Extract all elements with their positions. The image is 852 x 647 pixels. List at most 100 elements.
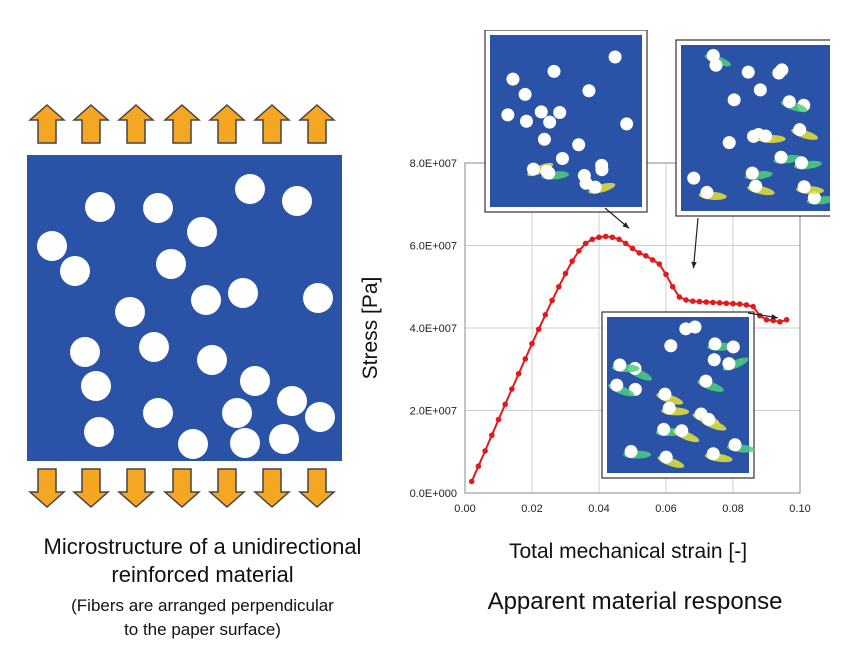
y-tick-label: 2.0E+007 [410, 406, 457, 418]
fiber-circle [303, 283, 333, 313]
fiber-circle [139, 332, 169, 362]
data-point [743, 302, 750, 308]
fiber-circle [197, 345, 227, 375]
data-point [716, 300, 723, 306]
data-point [569, 258, 575, 264]
data-point [763, 316, 770, 323]
tension-arrows-bottom [28, 468, 336, 509]
data-point [562, 270, 569, 277]
data-point [623, 240, 629, 247]
damage-insets [484, 30, 830, 479]
inset-fiber [727, 93, 741, 107]
inset-fiber [613, 358, 627, 372]
inset-fiber [664, 339, 678, 353]
inset-fiber [675, 424, 689, 438]
data-point [616, 236, 622, 243]
inset-fiber [753, 83, 767, 97]
y-axis-label: Stress [Pa] [359, 277, 382, 380]
inset-fiber [543, 115, 557, 129]
fiber-circle [187, 217, 217, 247]
data-point [522, 356, 529, 362]
data-point [696, 298, 703, 305]
arrow-up-icon [72, 103, 110, 144]
arrowhead-icon [622, 222, 630, 229]
fiber-circle [178, 429, 208, 459]
arrow-down-icon [163, 468, 201, 509]
inset-fiber [774, 150, 788, 164]
inset-fiber [577, 169, 591, 183]
inset-fiber [722, 136, 736, 150]
arrow-down-icon [117, 468, 155, 509]
fiber-circle [240, 366, 270, 396]
inset-fiber [687, 171, 701, 185]
arrow-up-icon [163, 103, 201, 144]
x-tick-label: 0.08 [722, 503, 743, 515]
inset-fiber [726, 340, 740, 354]
y-tick-label: 4.0E+007 [410, 323, 457, 335]
inset-fiber [608, 50, 622, 64]
data-point [542, 312, 549, 318]
fiber-circle [70, 337, 100, 367]
data-point [710, 299, 716, 306]
inset-fiber [501, 108, 515, 122]
x-axis-label: Total mechanical strain [-] [509, 540, 747, 563]
left-caption-line4: to the paper surface) [124, 620, 281, 639]
arrow-up-icon [117, 103, 155, 144]
arrow-down-icon [72, 468, 110, 509]
fiber-circle [230, 428, 260, 458]
arrow-down-icon [298, 468, 336, 509]
y-tick-label: 8.0E+007 [410, 158, 457, 170]
fiber-circle [84, 417, 114, 447]
inset-final [601, 311, 755, 479]
fiber-circle [277, 386, 307, 416]
data-point [683, 297, 689, 303]
data-point [636, 250, 642, 256]
tension-arrows-top [28, 103, 336, 144]
data-point [656, 261, 663, 267]
inset-fiber [610, 378, 624, 392]
inset-fiber [519, 114, 533, 128]
inset-fiber [709, 58, 723, 72]
inset-fiber [662, 401, 676, 415]
x-tick-label: 0.02 [521, 503, 542, 515]
inset-fiber [749, 179, 763, 193]
y-tick-label: 6.0E+007 [410, 241, 457, 253]
data-point [556, 283, 562, 290]
inset-fiber [700, 185, 714, 199]
inset-fiber [659, 450, 673, 464]
left-caption-title: Microstructure of a unidirectional reinf… [0, 533, 405, 589]
fiber-circle [191, 285, 221, 315]
inset-fiber [547, 64, 561, 78]
inset-fiber [707, 353, 721, 367]
fiber-circle [228, 278, 258, 308]
data-point [535, 326, 542, 333]
fiber-circle [282, 186, 312, 216]
data-point [703, 299, 709, 305]
inset-fiber [537, 132, 551, 146]
inset-fiber [745, 166, 759, 180]
data-point [676, 294, 683, 300]
inset-fiber [588, 180, 602, 194]
inset-fiber [553, 105, 567, 119]
arrow-down-icon [253, 468, 291, 509]
fiber-group [37, 174, 335, 459]
data-point [596, 234, 602, 241]
inset-fiber [624, 445, 638, 459]
inset-fiber [658, 387, 672, 401]
data-point [489, 432, 495, 439]
inset-fiber [759, 129, 773, 143]
left-caption-line3: (Fibers are arranged perpendicular [71, 596, 334, 615]
data-point [482, 448, 488, 454]
inset-fiber [506, 72, 520, 86]
x-tick-label: 0.04 [588, 503, 609, 515]
inset-fiber [657, 422, 671, 436]
data-point [723, 300, 730, 307]
data-point [589, 236, 596, 243]
inset-fiber [722, 357, 736, 371]
fiber-circle [143, 193, 173, 223]
stress-strain-chart: 0.0E+0002.0E+0074.0E+0076.0E+0078.0E+007… [359, 30, 830, 563]
x-tick-label: 0.06 [655, 503, 676, 515]
inset-fiber [518, 87, 532, 101]
